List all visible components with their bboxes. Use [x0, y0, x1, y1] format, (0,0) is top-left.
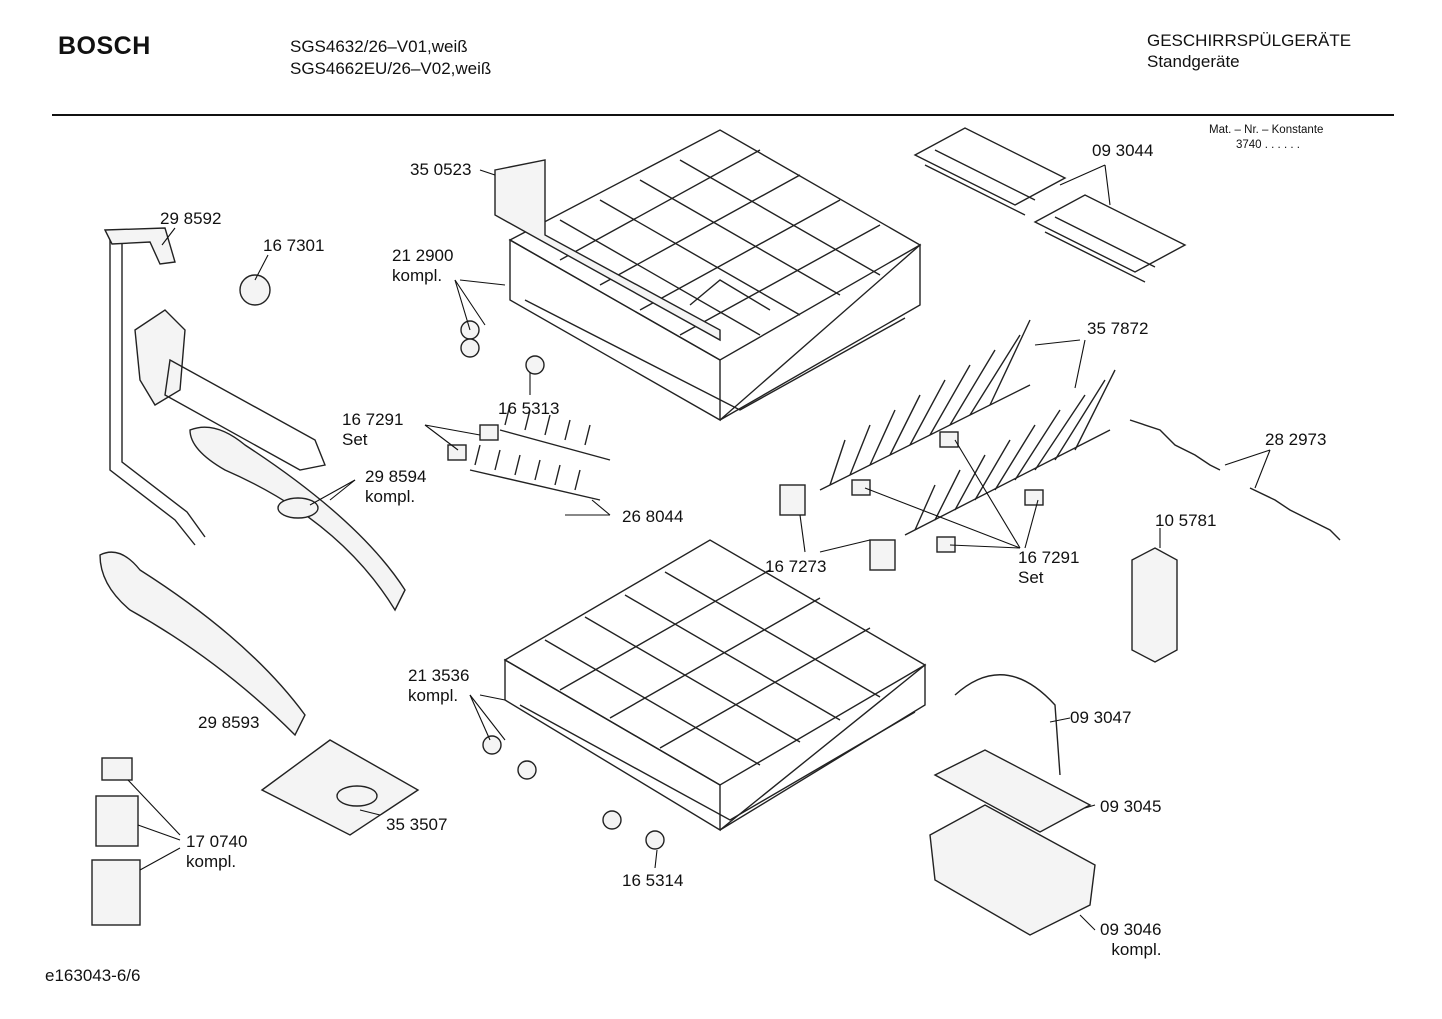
part-number: 26 8044: [622, 507, 684, 526]
part-label-357872: 35 7872: [1087, 319, 1148, 339]
part-note: kompl.: [186, 852, 237, 871]
part-note: kompl.: [365, 487, 416, 506]
spray-arm-drawing: [99, 227, 406, 737]
lower-basket-drawing: [503, 539, 927, 832]
part-number: 35 7872: [1087, 319, 1149, 338]
part-number: 29 8593: [198, 713, 260, 732]
rack-wheels-drawing: [460, 320, 665, 850]
part-label-105781: 10 5781: [1155, 511, 1216, 531]
drawing-id: e163043-6/6: [45, 966, 141, 985]
constant-value: 3740 . . . . . .: [1236, 139, 1300, 151]
cutlery-basket-drawing: [929, 547, 1178, 936]
part-number: 09 3044: [1092, 141, 1154, 160]
part-label-165313: 16 5313: [498, 399, 559, 419]
part-number: 16 5313: [498, 399, 560, 418]
part-note: Set: [342, 430, 368, 449]
header-divider: [52, 114, 1394, 116]
category-title: GESCHIRRSPÜLGERÄTE: [1147, 31, 1352, 50]
model-line-1: SGS4632/26–V01,weiß: [290, 37, 468, 56]
part-number: 09 3045: [1100, 797, 1162, 816]
part-label-093044: 09 3044: [1092, 141, 1153, 161]
part-label-167301: 16 7301: [263, 236, 324, 256]
constant-label: Mat. – Nr. – Konstante: [1209, 124, 1324, 136]
part-number: 16 7291: [342, 410, 404, 429]
part-note: kompl.: [408, 686, 459, 705]
brand-logo: BOSCH: [58, 32, 151, 60]
folding-tines-drawing: [819, 319, 1116, 536]
cutlery-tray-drawing: [913, 127, 1187, 283]
part-number: 35 3507: [386, 815, 448, 834]
part-number: 09 3047: [1070, 708, 1132, 727]
part-note: kompl.: [1111, 940, 1162, 959]
part-label-353507: 35 3507: [386, 815, 447, 835]
tine-clips-drawing: [1129, 419, 1341, 541]
part-label-350523: 35 0523: [410, 160, 471, 180]
part-number: 16 5314: [622, 871, 684, 890]
part-number: 21 3536: [408, 666, 470, 685]
clips-drawing: [447, 424, 1044, 571]
part-label-298592: 29 8592: [160, 209, 221, 229]
part-label-165314: 16 5314: [622, 871, 683, 891]
part-note: kompl.: [392, 266, 443, 285]
part-label-093045: 09 3045: [1100, 797, 1161, 817]
part-number: 17 0740: [186, 832, 248, 851]
part-number: 29 8594: [365, 467, 427, 486]
part-number: 21 2900: [392, 246, 454, 265]
subcategory-title: Standgeräte: [1147, 52, 1240, 71]
part-number: 10 5781: [1155, 511, 1217, 530]
leader-lines: [127, 164, 1271, 931]
part-number: 16 7301: [263, 236, 325, 255]
part-label-167273: 16 7273: [765, 557, 826, 577]
part-number: 28 2973: [1265, 430, 1327, 449]
upper-basket-drawing: [494, 129, 922, 422]
part-number: 29 8592: [160, 209, 222, 228]
part-label-093047: 09 3047: [1070, 708, 1131, 728]
filter-drawing: [91, 739, 420, 926]
part-label-298593: 29 8593: [198, 713, 259, 733]
small-tine-rack-drawing: [469, 404, 611, 501]
part-number: 16 7291: [1018, 548, 1080, 567]
part-label-282973: 28 2973: [1265, 430, 1326, 450]
part-number: 09 3046: [1100, 920, 1162, 939]
model-line-2: SGS4662EU/26–V02,weiß: [290, 59, 492, 78]
part-label-268044: 26 8044: [622, 507, 683, 527]
part-number: 35 0523: [410, 160, 472, 179]
part-number: 16 7273: [765, 557, 827, 576]
part-note: Set: [1018, 568, 1044, 587]
